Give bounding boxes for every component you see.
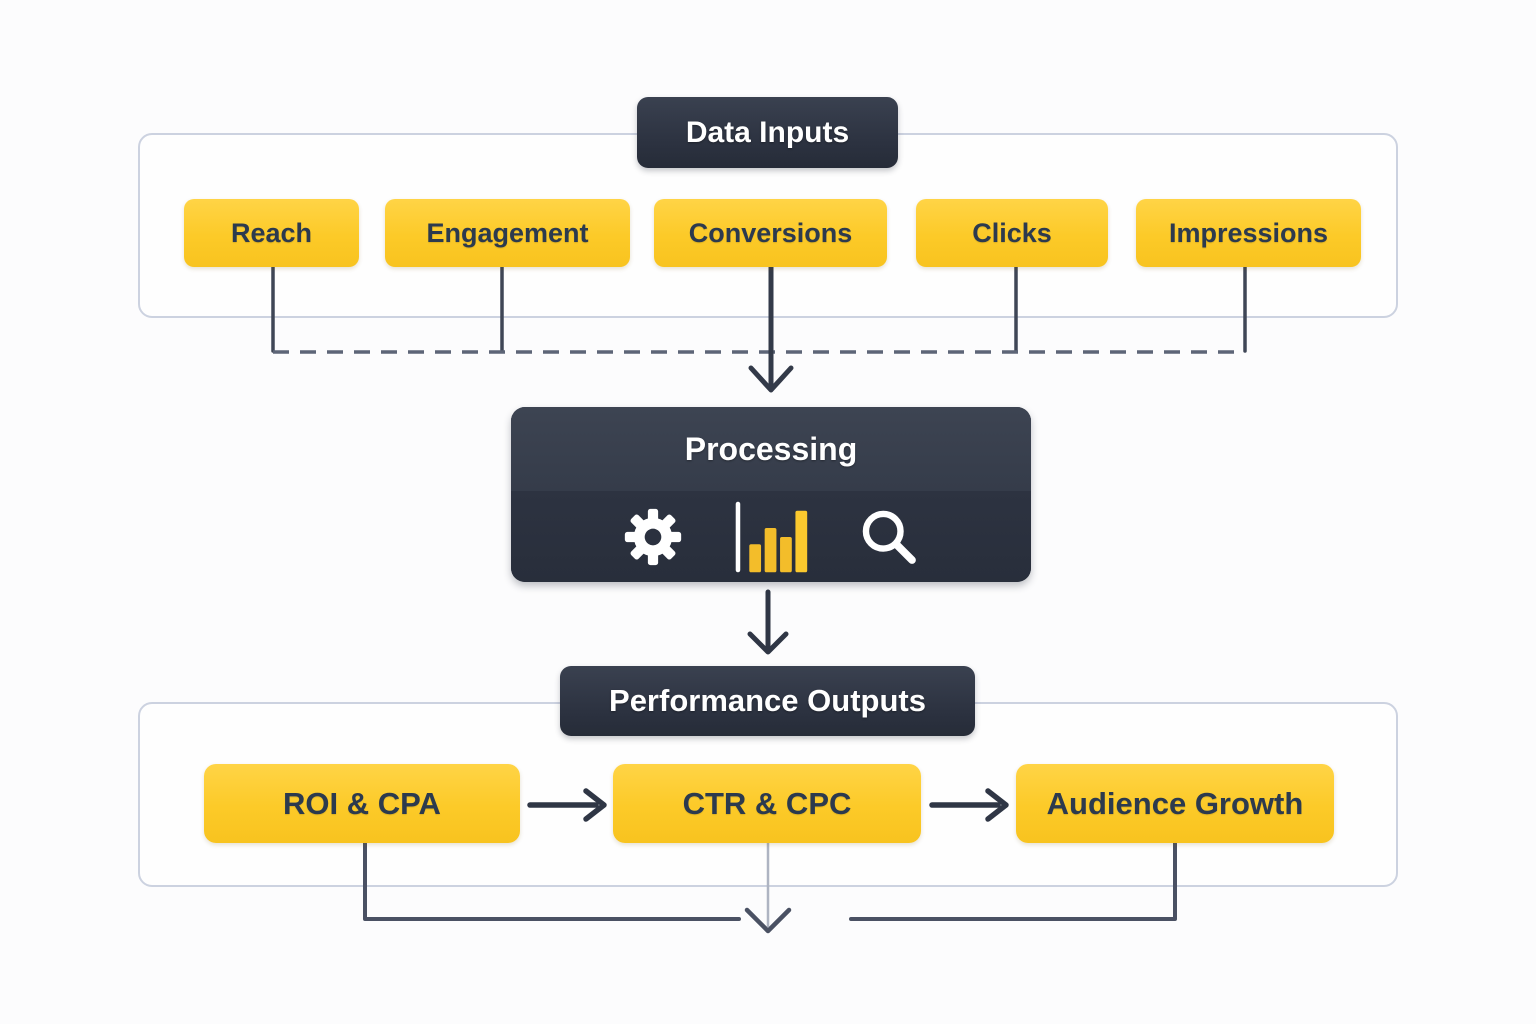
output-node-ctr-cpc: CTR & CPC <box>613 764 921 843</box>
gear-icon <box>624 508 682 565</box>
output-node-roi-cpa: ROI & CPA <box>204 764 520 843</box>
connector-outputs-merge <box>363 841 1177 921</box>
output-node-label: CTR & CPC <box>682 785 852 821</box>
input-node-clicks: Clicks <box>916 199 1108 267</box>
input-node-impressions: Impressions <box>1136 199 1361 267</box>
input-node-label: Clicks <box>972 217 1052 248</box>
arrow-ctr-to-audience <box>929 788 1009 822</box>
arrow-roi-to-ctr <box>527 788 607 822</box>
input-node-engagement: Engagement <box>385 199 630 267</box>
processing-node: Processing <box>511 407 1031 582</box>
processing-title-band: Processing <box>511 407 1031 491</box>
arrow-processing-to-outputs <box>747 589 789 655</box>
input-node-label: Impressions <box>1168 217 1329 248</box>
output-node-label: Audience Growth <box>1046 785 1304 821</box>
data-inputs-header: Data Inputs <box>637 97 898 168</box>
processing-title: Processing <box>684 430 858 467</box>
search-icon <box>862 510 916 564</box>
arrow-conversions-to-processing <box>748 264 794 393</box>
arrow-merge-down <box>744 907 792 934</box>
input-node-label: Reach <box>230 217 313 248</box>
output-node-label: ROI & CPA <box>283 785 441 821</box>
output-node-audience-growth: Audience Growth <box>1016 764 1334 843</box>
input-node-conversions: Conversions <box>654 199 887 267</box>
input-node-label: Engagement <box>426 217 589 248</box>
bar-chart-icon <box>735 501 808 572</box>
processing-icons-band <box>511 491 1031 582</box>
input-node-label: Conversions <box>688 217 853 248</box>
data-inputs-title: Data Inputs <box>685 115 850 149</box>
performance-outputs-title: Performance Outputs <box>609 683 926 718</box>
input-node-reach: Reach <box>184 199 359 267</box>
performance-outputs-header: Performance Outputs <box>560 666 975 736</box>
